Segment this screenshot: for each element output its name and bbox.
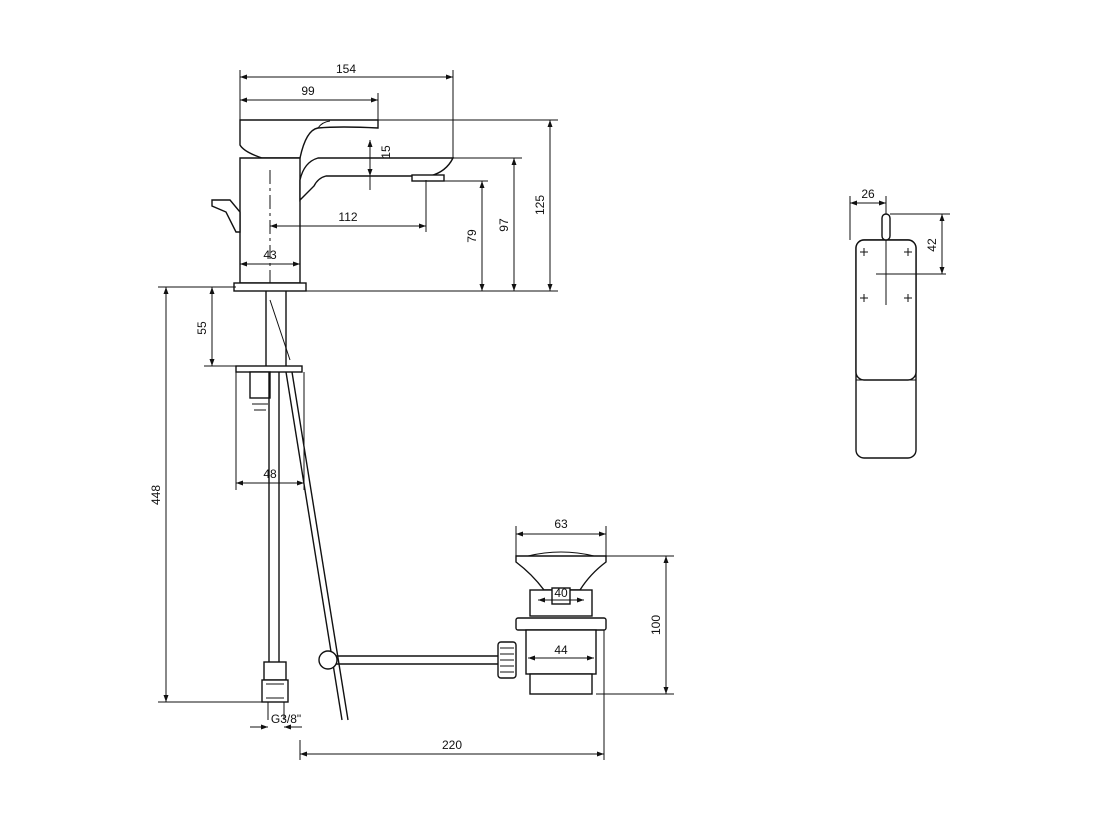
dim-63: 63 bbox=[554, 517, 568, 531]
waste-body bbox=[525, 629, 597, 675]
spout bbox=[299, 157, 455, 202]
rod-pivot bbox=[318, 650, 338, 670]
dim-15: 15 bbox=[379, 145, 393, 159]
dim-154: 154 bbox=[336, 62, 356, 76]
rod-nut-ribs bbox=[500, 647, 514, 673]
handle-lever bbox=[239, 119, 379, 159]
dim-79: 79 bbox=[465, 229, 479, 243]
aerator bbox=[411, 174, 445, 182]
nut-thread bbox=[252, 397, 268, 411]
dim-connection: G3/8" bbox=[271, 712, 301, 726]
top-view-mounting-marks bbox=[860, 248, 912, 302]
waste-flange bbox=[515, 617, 607, 631]
dim-220: 220 bbox=[442, 738, 462, 752]
dim-97: 97 bbox=[497, 218, 511, 232]
dim-48: 48 bbox=[263, 467, 277, 481]
top-view-popup bbox=[881, 213, 891, 241]
dim-448: 448 bbox=[149, 485, 163, 505]
handle-detail bbox=[317, 120, 331, 129]
base-plate bbox=[233, 282, 307, 292]
popup-knob bbox=[211, 199, 241, 233]
waste-assembly bbox=[318, 551, 607, 695]
hose-cross bbox=[269, 299, 291, 361]
hose-ferrule bbox=[263, 661, 287, 681]
top-view bbox=[855, 213, 946, 459]
faucet-side-view bbox=[211, 119, 455, 721]
dimension-lines: 154 99 15 112 79 97 125 43 bbox=[149, 62, 950, 760]
waste-tail bbox=[529, 673, 593, 695]
hose-nut-lines bbox=[266, 683, 284, 699]
dim-44: 44 bbox=[554, 643, 568, 657]
dim-125: 125 bbox=[533, 195, 547, 215]
dim-55: 55 bbox=[195, 321, 209, 335]
plug-dome bbox=[527, 551, 595, 557]
dim-99: 99 bbox=[301, 84, 315, 98]
dim-26: 26 bbox=[861, 187, 875, 201]
dim-40: 40 bbox=[554, 586, 568, 600]
dim-112: 112 bbox=[338, 210, 357, 224]
hose-nut bbox=[261, 679, 289, 703]
popup-rod-line-b bbox=[291, 371, 349, 721]
fixing-washer bbox=[235, 365, 303, 373]
dim-43: 43 bbox=[263, 248, 277, 262]
dim-100: 100 bbox=[649, 615, 663, 635]
plug-cap bbox=[515, 555, 607, 591]
dim-42: 42 bbox=[925, 238, 939, 252]
fixing-nut bbox=[249, 371, 271, 399]
